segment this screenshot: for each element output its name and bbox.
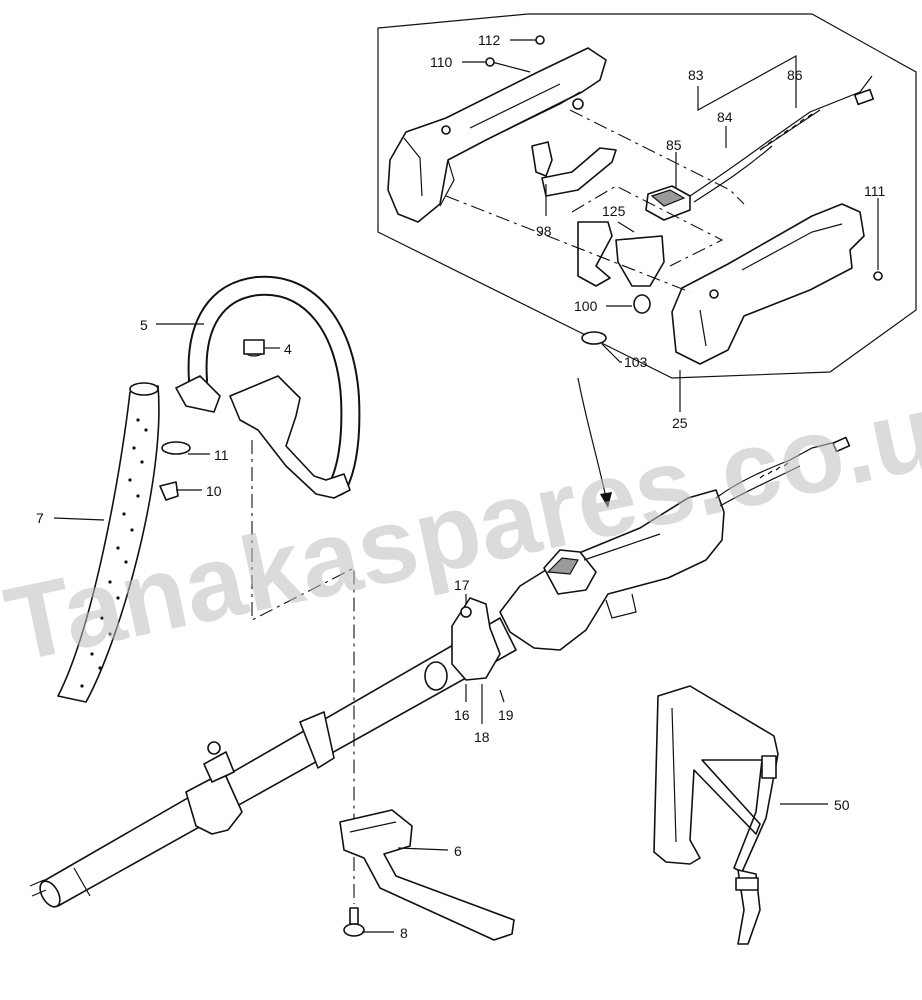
callout-112: 112: [478, 32, 501, 48]
callout-18: 18: [474, 729, 490, 745]
shoulder-harness: [653, 685, 779, 945]
assembly-arrow: [577, 377, 612, 508]
callout-8: 8: [400, 925, 408, 941]
shaft-collar: [299, 711, 335, 769]
callout-84: 84: [717, 109, 733, 125]
wire-harness-inset: [689, 75, 875, 203]
callout-86: 86: [787, 67, 803, 83]
callout-111: 111: [864, 183, 885, 199]
callout-11: 11: [214, 447, 229, 463]
callout-7: 7: [36, 510, 44, 526]
callout-125: 125: [602, 203, 626, 219]
callout-4: 4: [284, 341, 292, 357]
callout-83: 83: [688, 67, 704, 83]
callout-103: 103: [624, 354, 648, 370]
handle-assembled: [499, 436, 851, 651]
callout-16: 16: [454, 707, 470, 723]
inset-box: [377, 13, 917, 379]
grip-tube: [57, 382, 160, 703]
throttle-lever-part: [577, 221, 665, 287]
hanger-clamp: [424, 597, 501, 691]
callout-85: 85: [666, 137, 682, 153]
callout-19: 19: [498, 707, 514, 723]
callout-50: 50: [834, 797, 850, 813]
callout-25: 25: [672, 415, 688, 431]
callout-labels: 112 110 83 86 84 85 111 125 98 100 103 2…: [36, 32, 885, 941]
callout-5: 5: [140, 317, 148, 333]
callout-98: 98: [536, 223, 552, 239]
front-handle-loop: [159, 275, 361, 501]
drive-shaft-tube: [29, 617, 517, 908]
handle-right-half: [671, 203, 883, 365]
stop-switch-part: [645, 185, 691, 221]
small-parts-inset: [485, 35, 651, 345]
callout-6: 6: [454, 843, 462, 859]
throttle-trigger-parts: [531, 141, 617, 197]
callout-10: 10: [206, 483, 222, 499]
callout-110: 110: [430, 54, 453, 70]
inset-dash-lines: [445, 109, 745, 293]
leader-lines: [53, 39, 879, 933]
handle-left-half: [387, 47, 607, 223]
callout-100: 100: [574, 298, 598, 314]
barrier-bracket: [339, 809, 515, 941]
shaft-clamp-lower: [185, 741, 243, 835]
callout-17: 17: [454, 577, 470, 593]
bolt-part: [343, 907, 365, 937]
